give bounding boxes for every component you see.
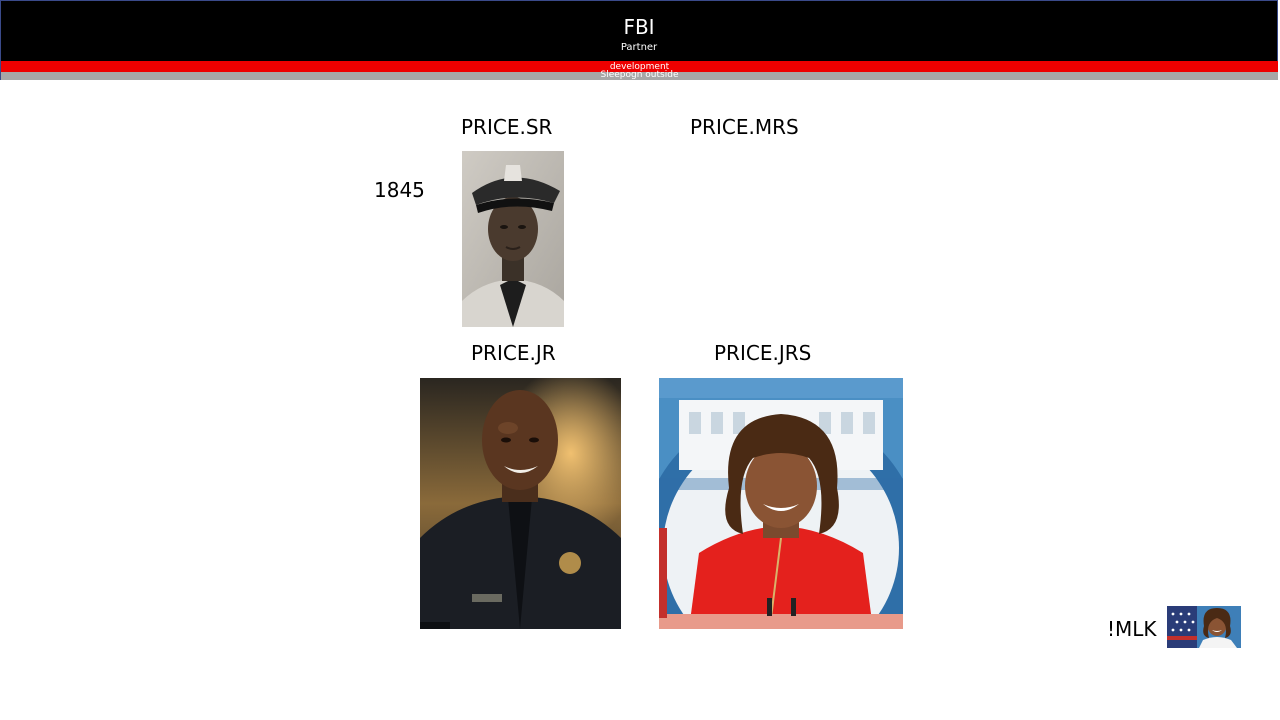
label-year: 1845: [374, 178, 425, 202]
label-mlk: !MLK: [1107, 617, 1157, 641]
photo-mlk-thumbnail: [1167, 606, 1241, 648]
header-title: FBI: [623, 15, 655, 39]
red-band: development: [1, 61, 1278, 72]
band-subtext: Sleepogn outside: [600, 70, 679, 80]
grey-band: Sleepogn outside: [1, 70, 1278, 80]
header-subtitle: Partner: [620, 42, 658, 53]
label-price-sr: PRICE.SR: [461, 115, 553, 139]
label-price-mrs: PRICE.MRS: [690, 115, 799, 139]
label-price-jr: PRICE.JR: [471, 341, 556, 365]
band-text: development: [609, 62, 670, 72]
photo-price-sr: [462, 151, 564, 327]
label-price-jrs: PRICE.JRS: [714, 341, 812, 365]
photo-price-jr: [420, 378, 621, 629]
photo-price-jrs: [659, 378, 903, 629]
